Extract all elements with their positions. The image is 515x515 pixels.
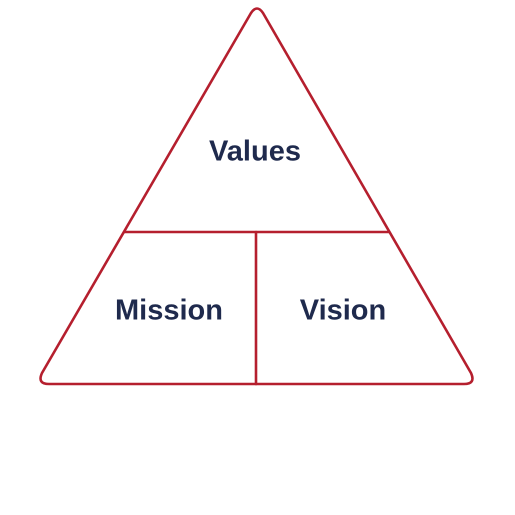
section-label-values: Values bbox=[209, 136, 301, 168]
section-label-vision: Vision bbox=[300, 295, 387, 327]
section-label-mission: Mission bbox=[115, 295, 223, 327]
triangle-outline bbox=[39, 7, 474, 386]
